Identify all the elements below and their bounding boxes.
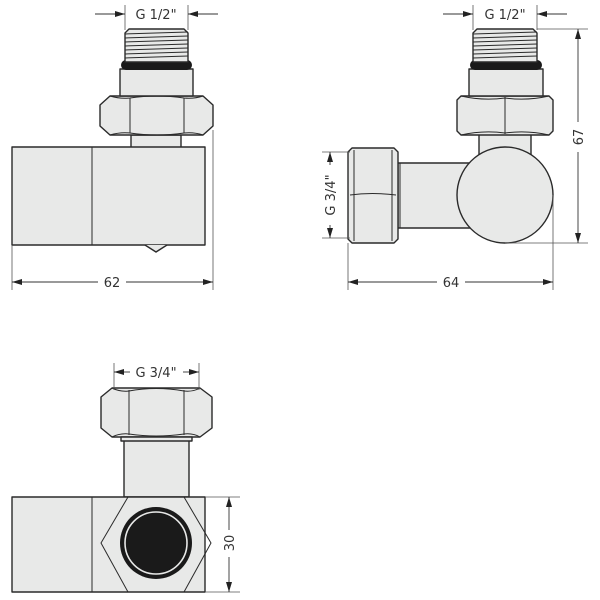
side-pipe <box>397 162 471 229</box>
front-thread-dimension-label: G 1/2" <box>135 8 176 23</box>
bottom-view: G 3/4" 30 <box>11 363 240 593</box>
side-view: G 1/2" 67 G 3/4" 64 <box>322 5 588 291</box>
side-collar <box>468 68 544 97</box>
bottom-stem <box>123 436 190 498</box>
side-width-dimension-label: 64 <box>443 276 460 291</box>
bottom-hex-outline <box>100 496 212 593</box>
side-ball-body <box>456 146 554 244</box>
front-view: G 1/2" 62 <box>11 5 218 291</box>
front-width-dimension-label: 62 <box>104 276 121 291</box>
bottom-hex-nut <box>100 387 213 438</box>
front-bottom-tip <box>144 244 168 253</box>
bottom-height-dimension-label: 30 <box>223 535 238 552</box>
front-body <box>11 146 206 246</box>
side-inlet-nut <box>347 147 399 244</box>
side-height-dimension-label: 67 <box>572 129 587 146</box>
bottom-nut-dimension-label: G 3/4" <box>135 366 176 381</box>
front-collar <box>119 68 194 97</box>
side-inlet-dimension-label: G 3/4" <box>324 174 339 215</box>
side-thread-dimension-label: G 1/2" <box>484 8 525 23</box>
front-hex-nut <box>99 95 214 136</box>
